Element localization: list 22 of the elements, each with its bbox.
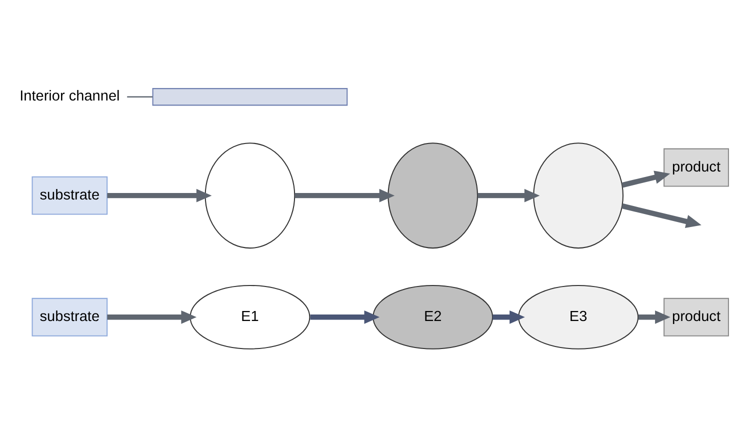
node-circle: [204, 142, 296, 249]
node-circle: [388, 142, 478, 249]
node-circle: [533, 142, 624, 249]
arrow: [294, 188, 395, 202]
node-ellipse: E3: [518, 284, 639, 350]
connector: [127, 96, 153, 98]
arrow: [310, 310, 380, 324]
arrow: [492, 310, 525, 324]
arrow: [107, 188, 212, 202]
arrow: [638, 310, 670, 324]
node-box: substrate: [32, 298, 108, 336]
node-box: product: [664, 148, 729, 187]
node-box: product: [664, 298, 729, 336]
node-ellipse: E2: [372, 284, 494, 350]
node-box: substrate: [32, 176, 108, 215]
arrow: [107, 310, 197, 324]
arrow: [478, 188, 540, 202]
node-bar: [152, 88, 348, 106]
node-ellipse: E1: [190, 284, 310, 350]
node-text: Interior channel: [20, 88, 120, 105]
arrow: [622, 170, 670, 188]
arrow: [622, 203, 702, 228]
